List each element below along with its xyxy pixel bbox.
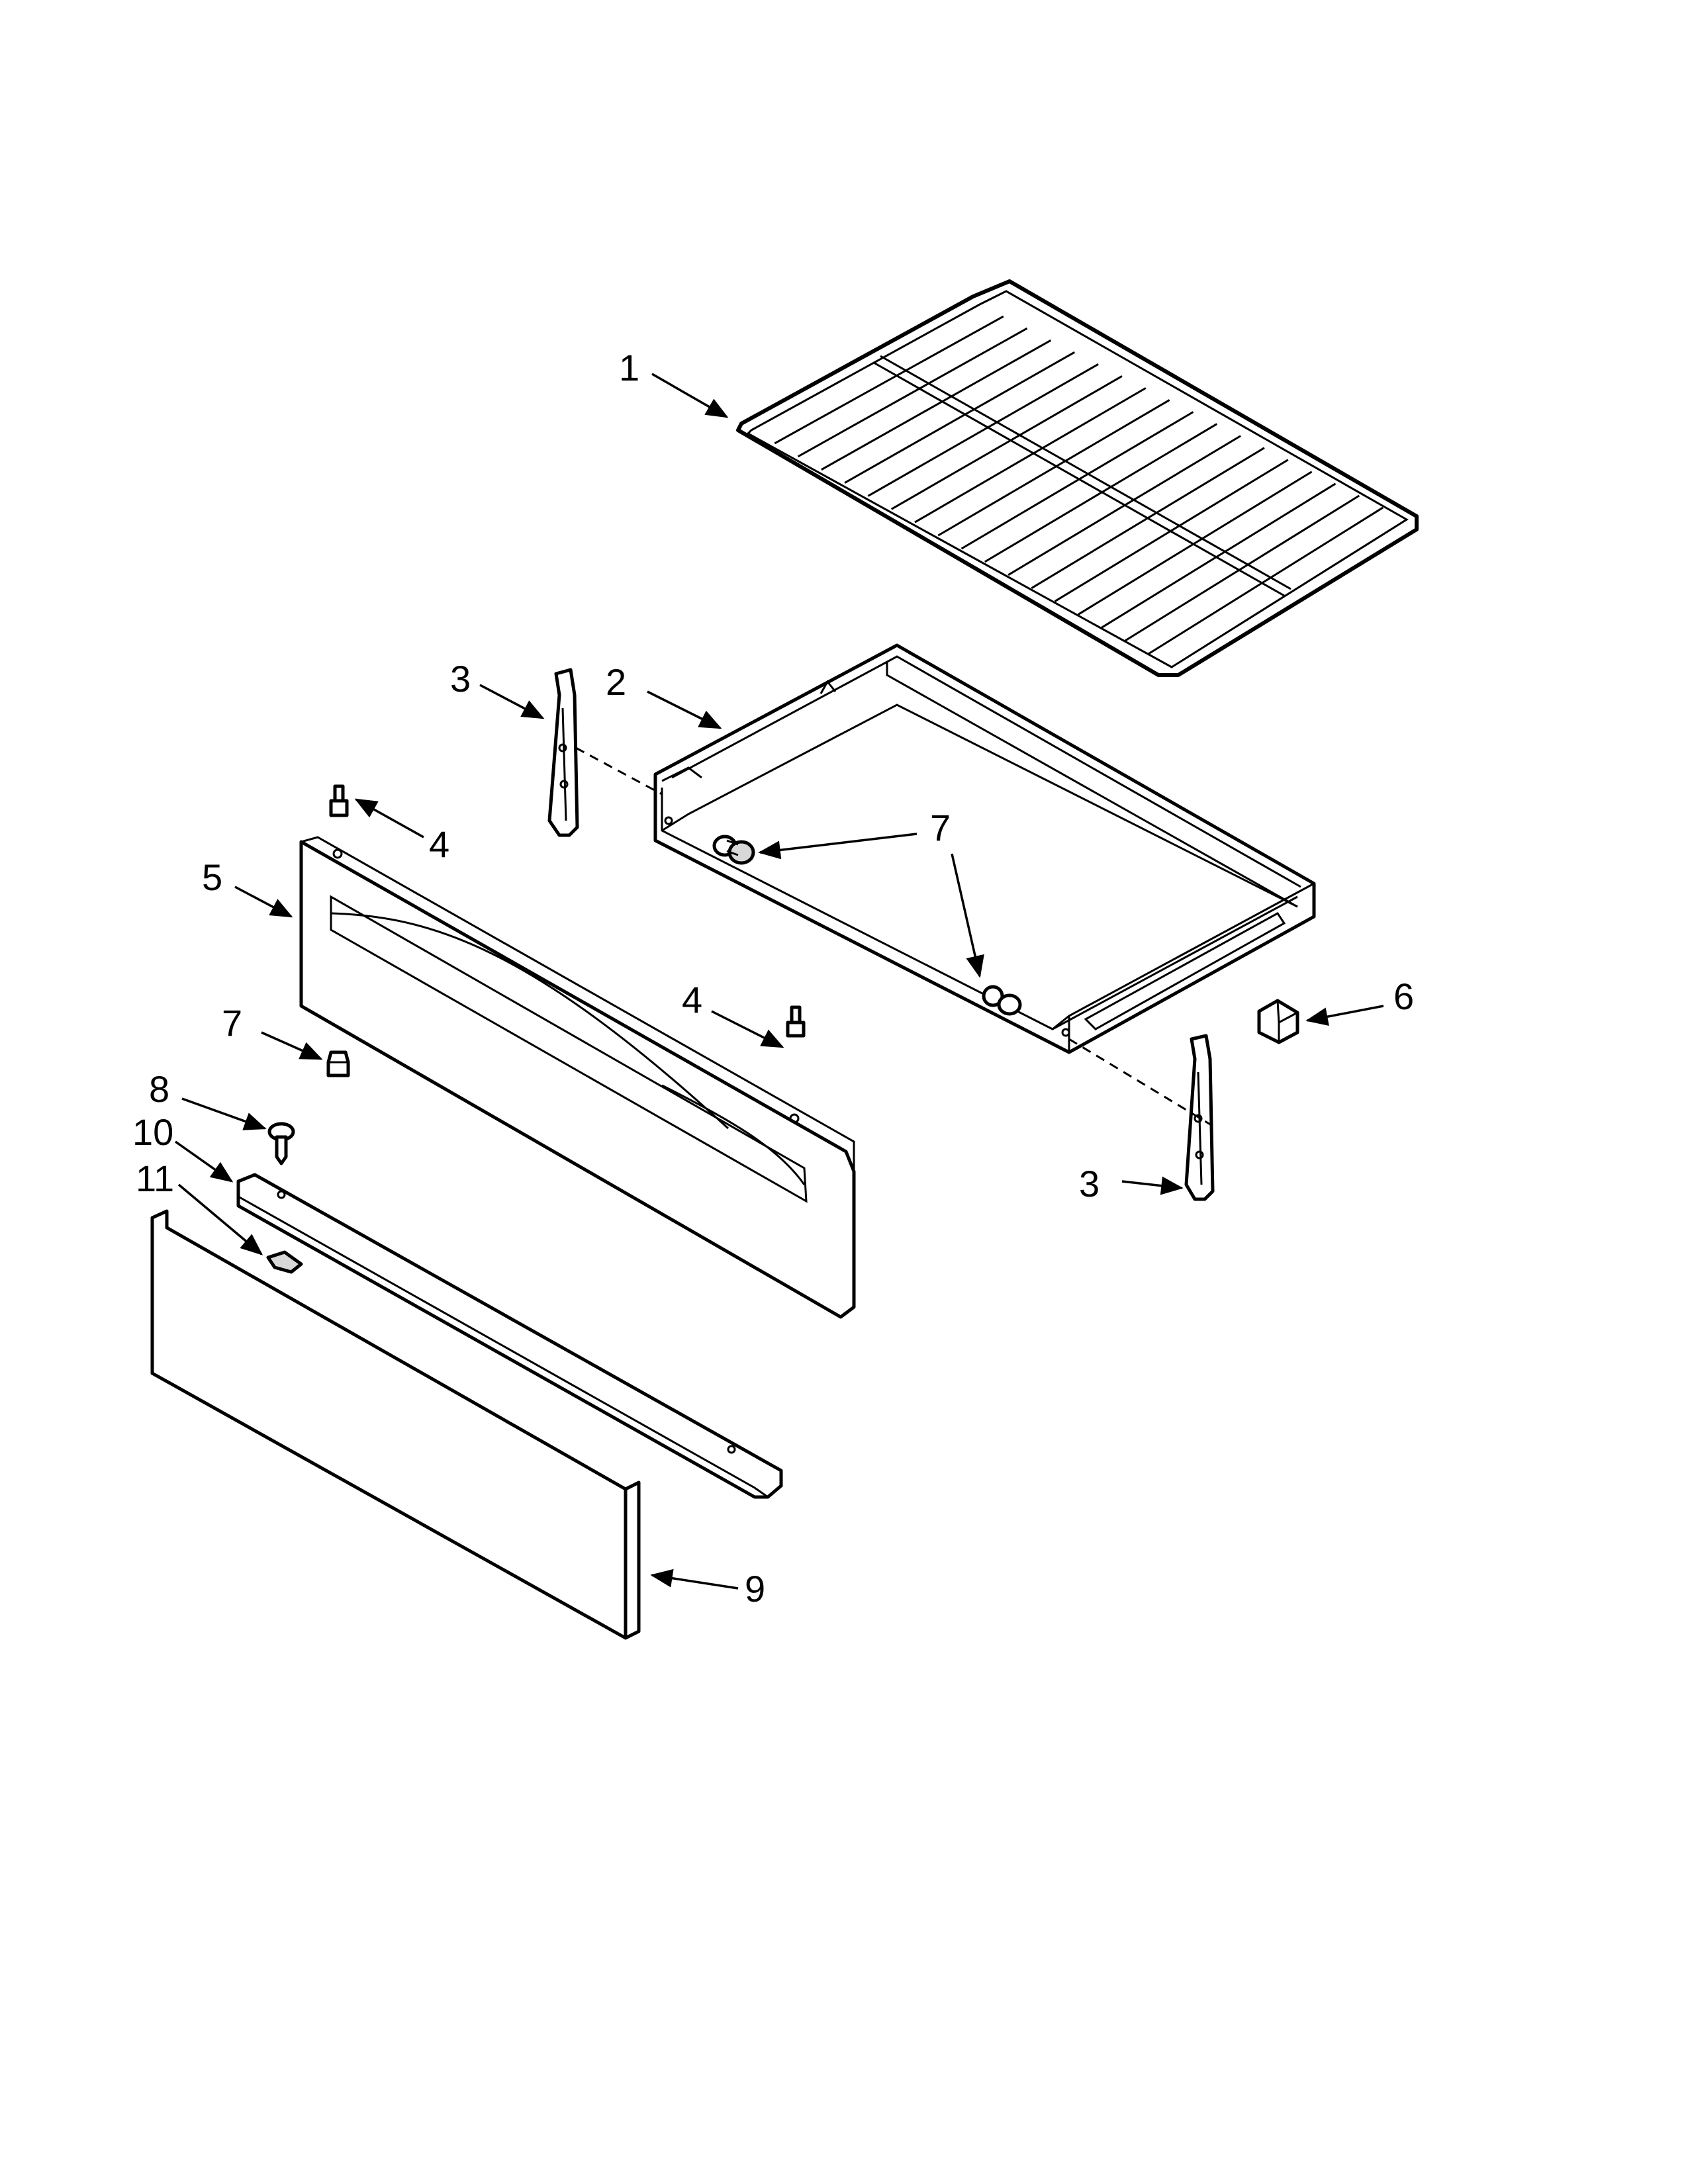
- callout-10: 10: [132, 1111, 173, 1153]
- callout-3-left: 3: [450, 658, 471, 700]
- leader-7b: [951, 853, 984, 978]
- leader-10: [174, 1140, 234, 1183]
- callout-4-right: 4: [682, 979, 702, 1021]
- rack-wire: [984, 423, 1218, 563]
- oven-rack: [736, 279, 1419, 677]
- leader-5: [234, 886, 293, 918]
- leader-2: [647, 690, 722, 729]
- callout-7-panel: 7: [222, 1002, 242, 1044]
- screw-mounting: [267, 1122, 295, 1165]
- rack-wire: [890, 375, 1123, 510]
- screw-panel: [326, 1050, 350, 1077]
- leader-4a: [354, 798, 424, 839]
- rack-wire: [1124, 494, 1360, 642]
- rack-wire: [774, 315, 1004, 445]
- callout-4-left: 4: [429, 823, 449, 865]
- leader-1: [651, 373, 729, 418]
- leader-3a: [479, 684, 545, 719]
- rack-wire: [914, 387, 1147, 523]
- rack-wire: [937, 399, 1170, 537]
- rack-wire: [821, 339, 1052, 471]
- leader-7c: [261, 1031, 323, 1060]
- stud-right: [786, 1005, 806, 1038]
- rack-wire: [1101, 482, 1336, 629]
- leader-7a: [758, 833, 917, 860]
- alignment-line-right: [1068, 1038, 1212, 1126]
- leader-8: [181, 1097, 267, 1130]
- callout-11: 11: [136, 1158, 174, 1199]
- callout-7-drawer: 7: [930, 807, 951, 848]
- callout-6: 6: [1393, 976, 1414, 1017]
- screw-drawer-right: [982, 985, 1022, 1016]
- rack-wire: [797, 327, 1028, 458]
- rack-wire: [867, 363, 1099, 497]
- drawer-rail: [236, 1173, 783, 1499]
- rack-wire: [844, 351, 1076, 484]
- drawer-front: [150, 1209, 641, 1640]
- leader-6: [1305, 1005, 1384, 1026]
- callout-1: 1: [619, 347, 639, 388]
- rack-wire: [1008, 435, 1241, 576]
- leader-11: [177, 1183, 263, 1255]
- rack-wire: [1147, 506, 1383, 655]
- callout-2: 2: [606, 661, 626, 703]
- drawer-clip: [1257, 999, 1299, 1044]
- stud-left: [329, 784, 349, 817]
- drawer-slide-left: [547, 668, 579, 837]
- rail-clip: [266, 1250, 303, 1274]
- screw-drawer-left: [712, 835, 755, 865]
- leader-3b: [1121, 1176, 1184, 1195]
- leader-9: [650, 1569, 739, 1590]
- callout-8: 8: [149, 1068, 169, 1110]
- alignment-line-left: [575, 747, 663, 796]
- rack-wire: [1031, 447, 1265, 589]
- callout-5: 5: [202, 856, 222, 898]
- rack-wire: [1054, 459, 1289, 602]
- rack-wire: [1078, 471, 1313, 615]
- rack-wires: [774, 315, 1383, 655]
- rack-wire: [961, 411, 1194, 550]
- leader-4b: [711, 1010, 784, 1048]
- callout-9: 9: [745, 1568, 765, 1610]
- drawer-front-panel: [299, 836, 856, 1319]
- callout-3-right: 3: [1079, 1163, 1100, 1205]
